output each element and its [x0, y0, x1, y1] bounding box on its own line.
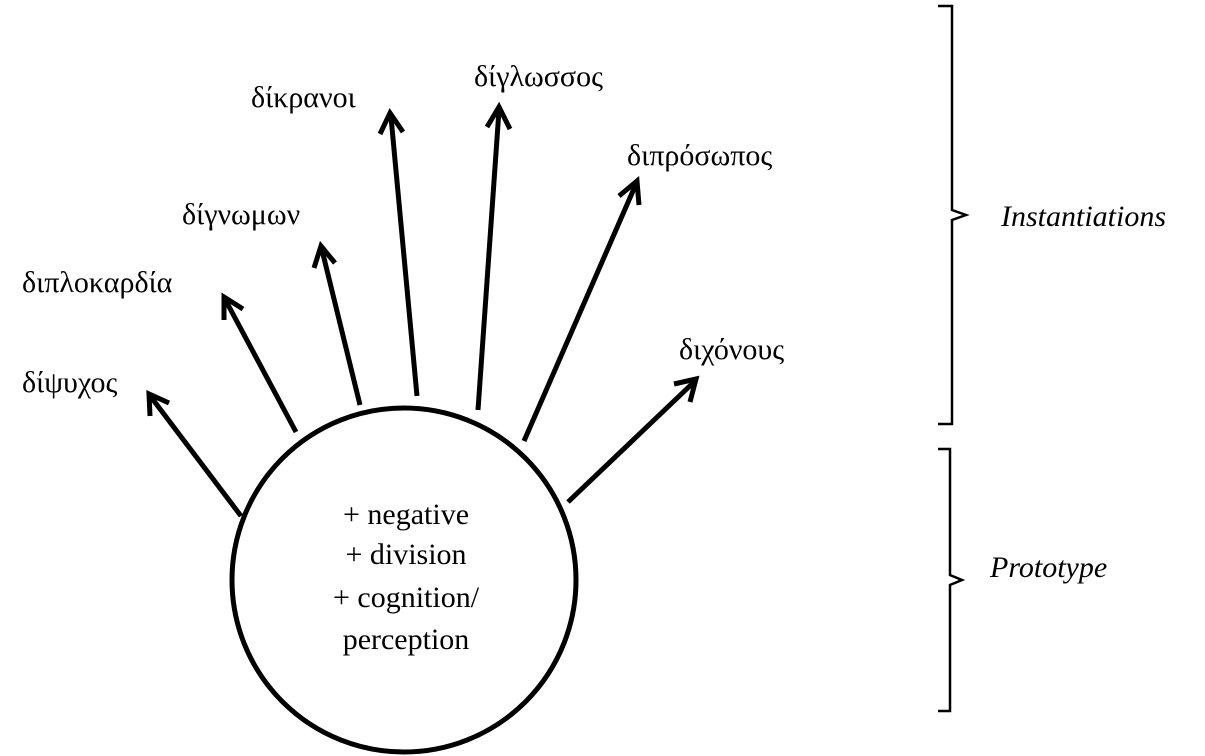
- arrow-dichonous: [566, 375, 700, 504]
- arrow-diprosopos: [521, 176, 642, 442]
- prototype-feature-cognition: + cognition/: [333, 581, 480, 614]
- label-diprosopos: διπρόσωπος: [627, 139, 772, 172]
- instantiations-bracket: [938, 4, 970, 426]
- prototype-feature-perception: perception: [343, 623, 470, 656]
- arrow-diplokardia: [221, 292, 299, 434]
- prototype-feature-negative: + negative: [343, 498, 469, 531]
- prototype-feature-division: + division: [345, 538, 466, 571]
- prototype-circle: [229, 405, 579, 755]
- arrow-dipsychos: [146, 390, 243, 518]
- instantiations-label: Instantiations: [1000, 200, 1166, 233]
- label-dichonous: διχόνους: [679, 333, 784, 366]
- label-dipsychos: δίψυχος: [22, 366, 117, 399]
- prototype-bracket: [938, 447, 966, 713]
- label-dikranoi: δίκρανοι: [251, 81, 356, 114]
- arrow-diglossos: [475, 101, 513, 411]
- label-diplokardia: διπλοκαρδία: [22, 266, 173, 299]
- arrow-dikranoi: [377, 108, 420, 397]
- label-diglossos: δίγλωσσος: [474, 60, 603, 93]
- label-dignomon: δίγνωμων: [182, 198, 300, 231]
- arrow-dignomon: [311, 240, 363, 406]
- prototype-label: Prototype: [989, 551, 1107, 584]
